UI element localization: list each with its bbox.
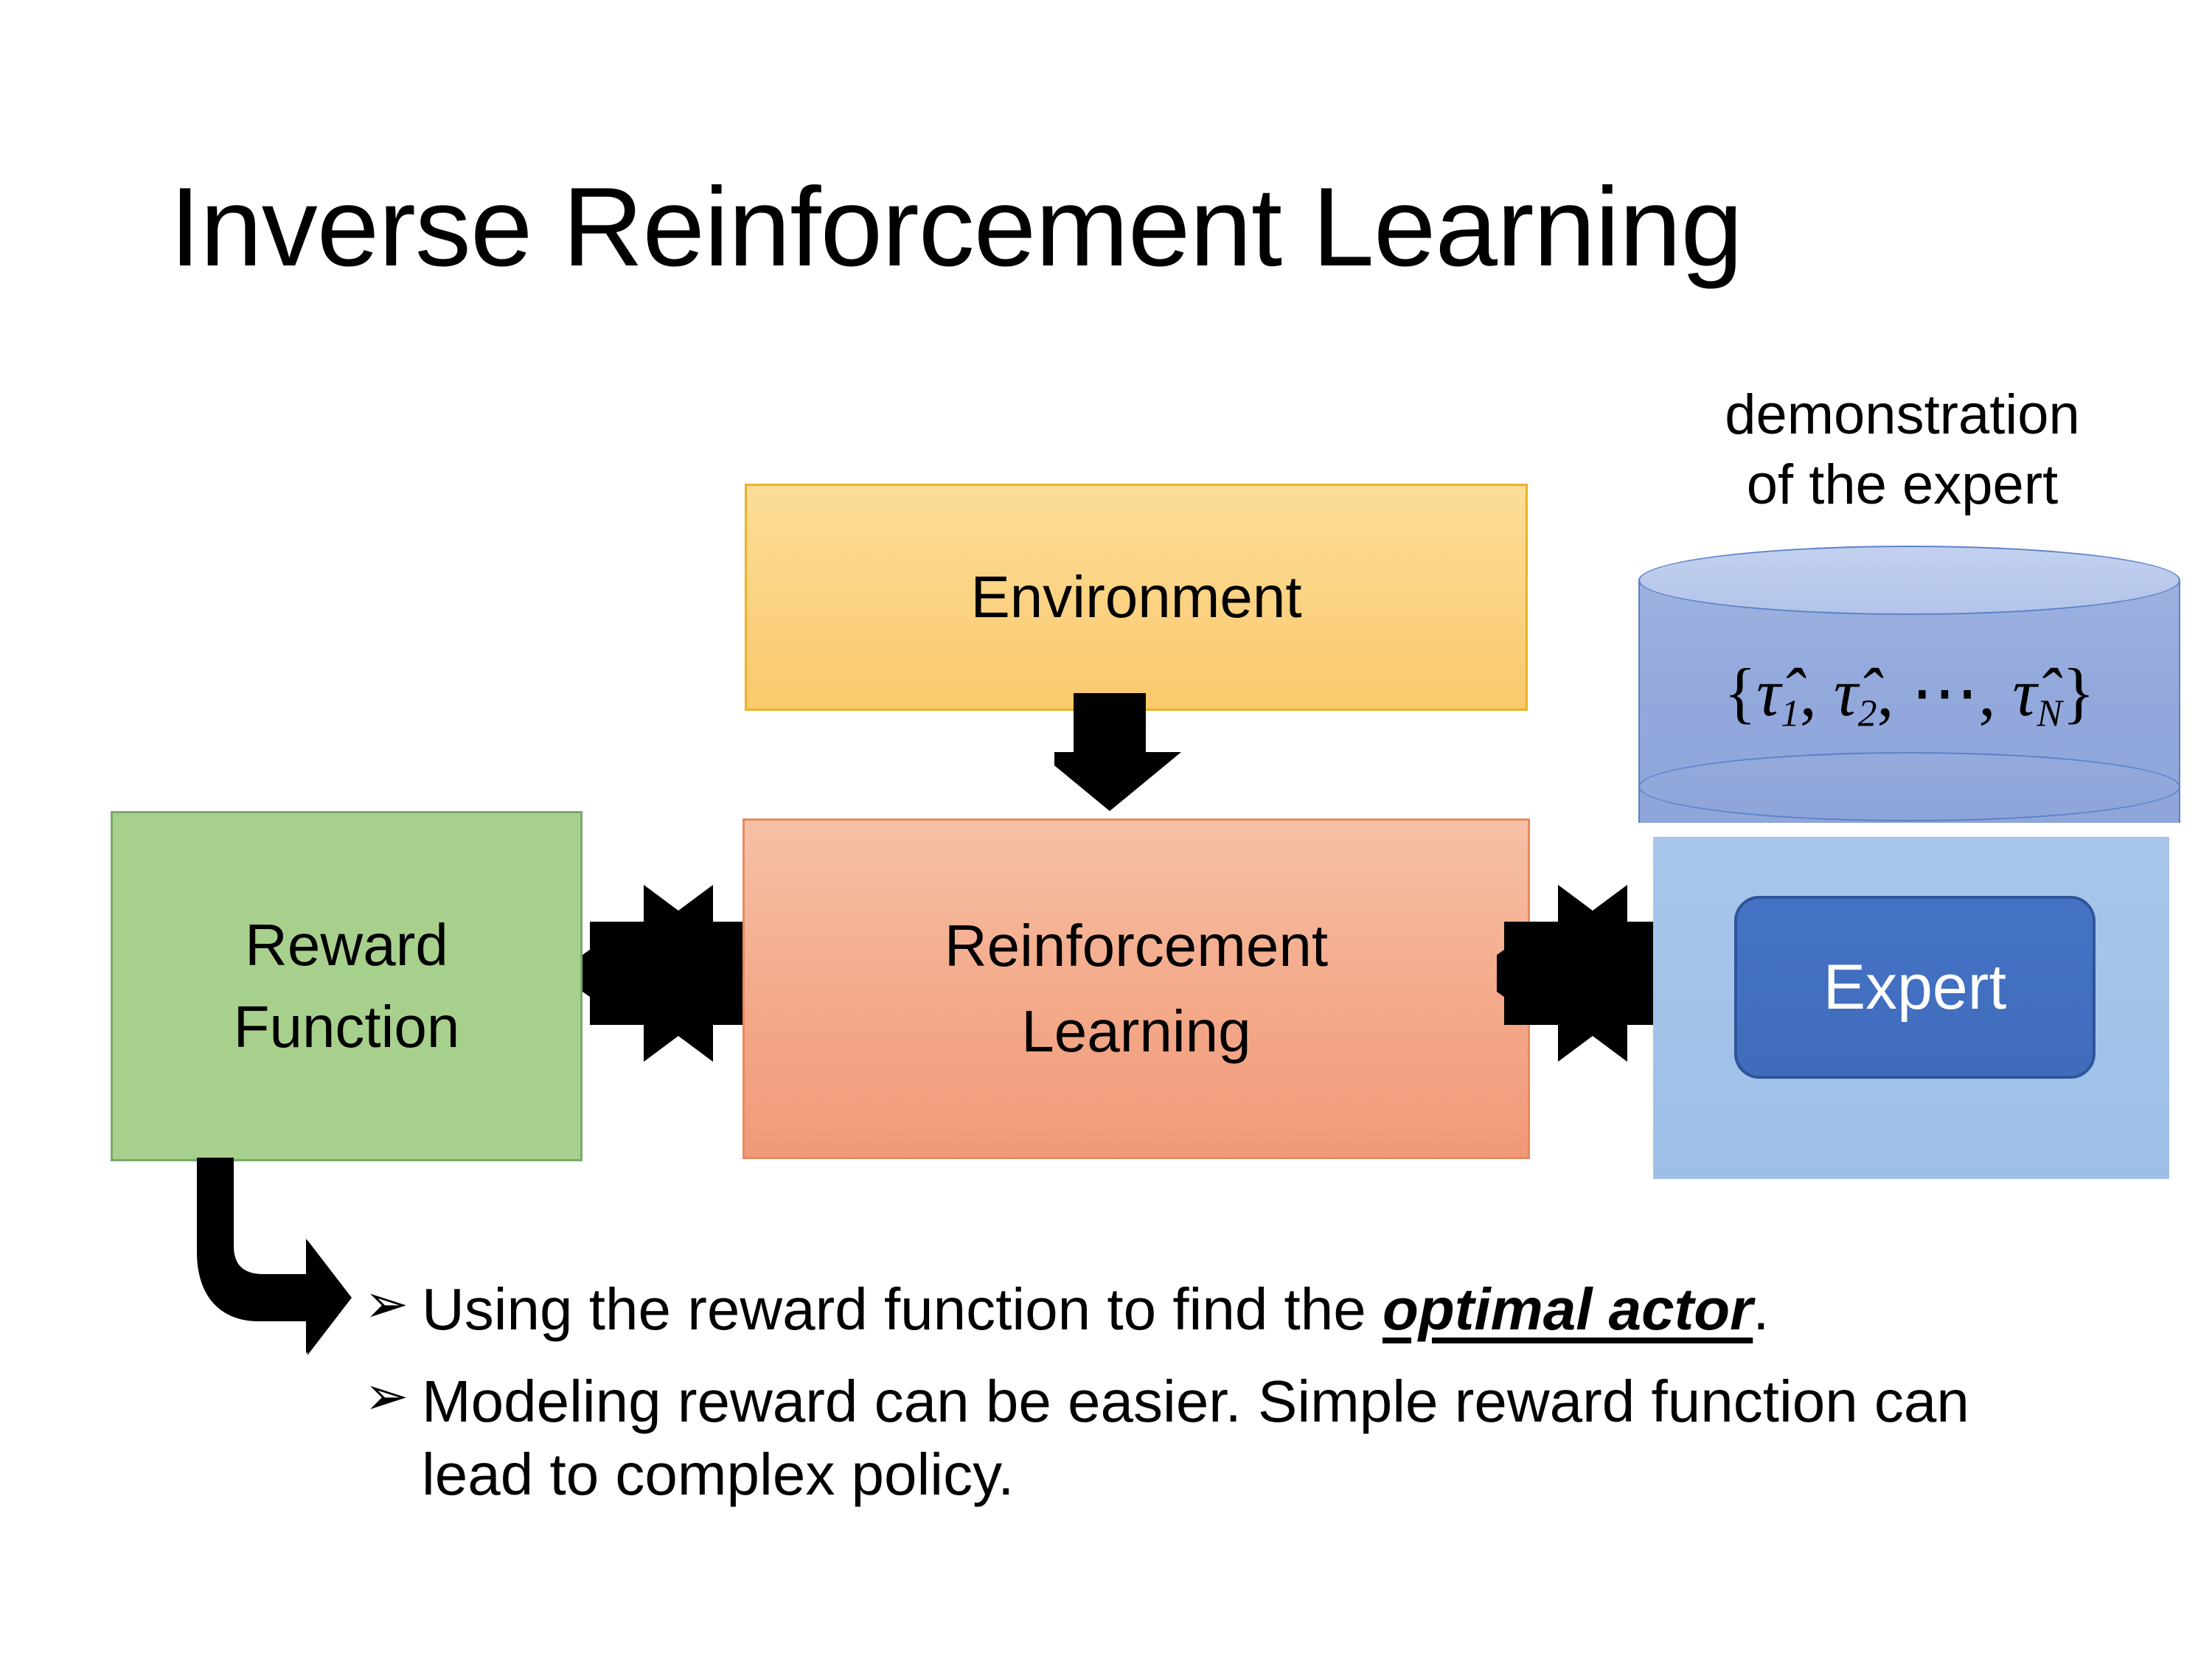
bullet-list: ➢ Using the reward function to find the … [364, 1273, 2097, 1531]
arrow-down-icon [1054, 693, 1181, 811]
formula-term-2: τ̂ [1833, 655, 1858, 730]
bent-elbow-arrow-icon [197, 1158, 352, 1355]
formula-term-last: τ̂ [2012, 655, 2037, 730]
bullet-1-suffix: . [1753, 1276, 1770, 1342]
bullet-text-1: Using the reward function to find the op… [422, 1273, 2097, 1346]
reinforcement-learning-box[interactable]: Reinforcement Learning [742, 818, 1530, 1159]
bullet-arrow-icon: ➢ [364, 1275, 409, 1334]
formula-close-brace: } [2062, 655, 2096, 730]
four-way-arrow-icon-left [582, 885, 774, 1062]
list-item: ➢ Using the reward function to find the … [364, 1273, 2097, 1346]
formula-term-1: τ̂ [1756, 655, 1781, 730]
expert-label: Expert [1823, 951, 2007, 1023]
bullet-1-emphasis: optimal actor [1382, 1276, 1753, 1342]
expert-box[interactable]: Expert [1734, 896, 2096, 1079]
reward-function-box[interactable]: Reward Function [111, 811, 582, 1161]
cylinder-top-ellipse [1638, 546, 2180, 615]
bullet-arrow-icon: ➢ [364, 1367, 409, 1427]
reinforcement-learning-label: Reinforcement Learning [945, 903, 1328, 1074]
formula-term-last-sub: N [2037, 692, 2062, 735]
page-title: Inverse Reinforcement Learning [170, 164, 1743, 290]
bullet-text-2: Modeling reward can be easier. Simple re… [422, 1368, 1969, 1508]
demonstration-caption: demonstration of the expert [1630, 380, 2175, 520]
reward-function-label: Reward Function [234, 905, 460, 1068]
formula-open-brace: { [1723, 655, 1757, 730]
reinforcement-learning-label-line2: Learning [1021, 998, 1251, 1064]
formula-term-2-sub: 2 [1857, 692, 1877, 735]
demonstration-database-cylinder[interactable]: {τ̂1, τ̂2, ⋯, τ̂N} [1638, 546, 2180, 855]
list-item: ➢ Modeling reward can be easier. Simple … [364, 1365, 2097, 1511]
reward-function-label-line1: Reward [245, 912, 448, 978]
four-way-arrow-icon-right [1497, 885, 1688, 1062]
formula-term-1-sub: 1 [1781, 692, 1800, 735]
reward-function-label-line2: Function [233, 993, 460, 1060]
environment-box[interactable]: Environment [745, 484, 1528, 711]
formula-ellipsis: ⋯ [1910, 655, 1979, 730]
reinforcement-learning-label-line1: Reinforcement [944, 913, 1329, 978]
environment-label: Environment [970, 564, 1302, 630]
demonstration-caption-line2: of the expert [1746, 453, 2059, 516]
trajectory-set-formula: {τ̂1, τ̂2, ⋯, τ̂N} [1723, 655, 2096, 735]
cylinder-bottom-ellipse [1638, 752, 2180, 821]
demonstration-caption-line1: demonstration [1725, 383, 2080, 446]
bullet-1-prefix: Using the reward function to find the [422, 1276, 1382, 1342]
